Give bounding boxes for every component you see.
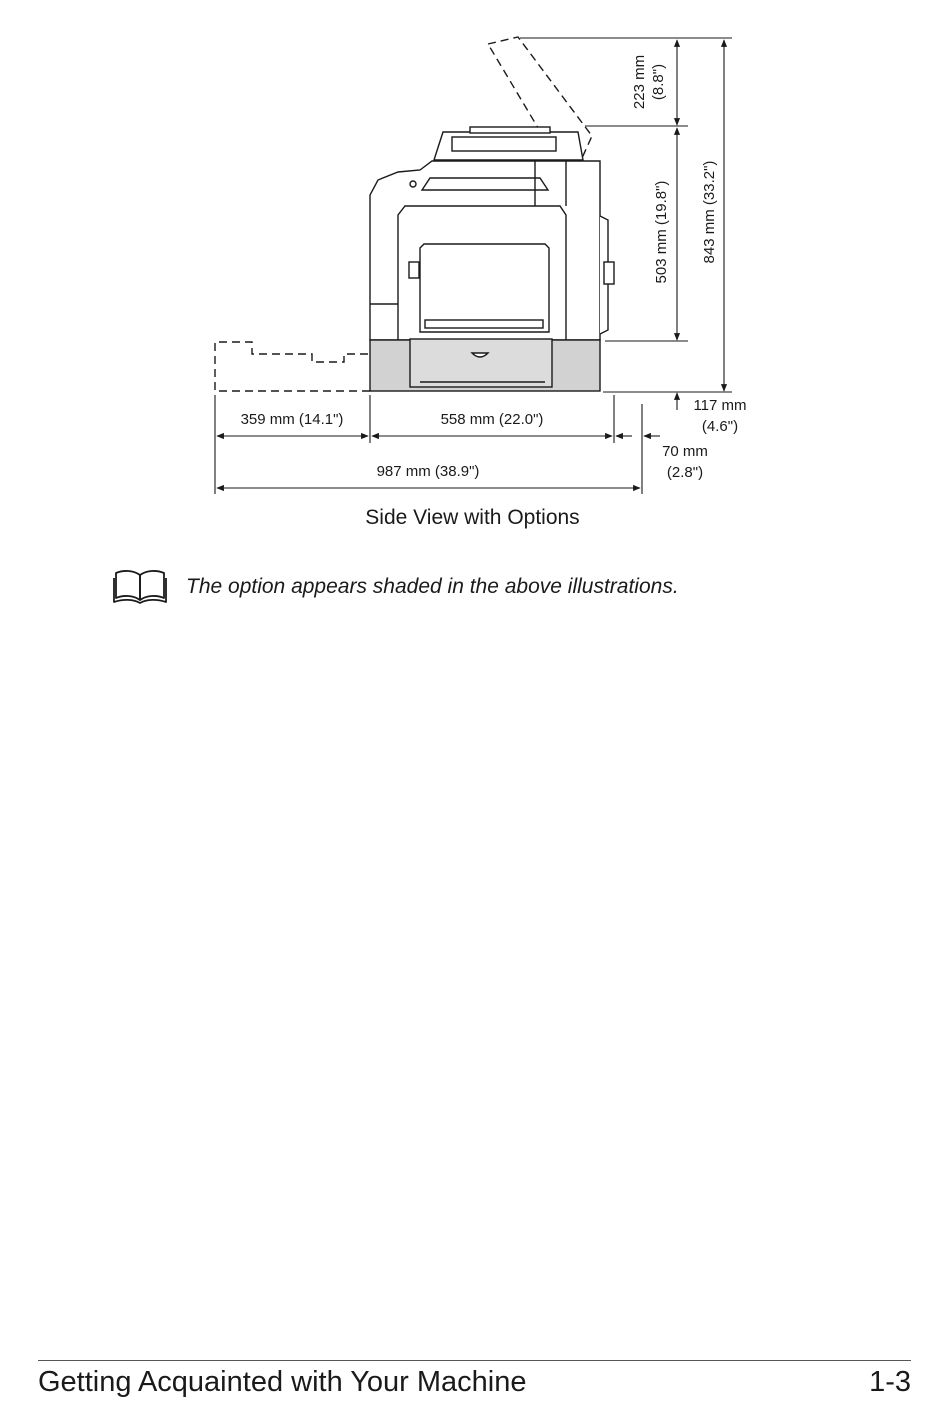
dim-rear-clearance-line2: (2.8") [667,464,703,481]
dim-option-height-line2: (4.6") [702,418,738,435]
dim-top-clearance-line2: (8.8") [650,64,667,100]
dim-option-height-line1: 117 mm [693,397,746,414]
dim-top-clearance-line1: 223 mm [631,55,648,109]
note: The option appears shaded in the above i… [113,566,913,606]
dim-total-depth: 987 mm (38.9") [377,463,480,480]
dim-body-depth: 558 mm (22.0") [441,411,544,428]
footer-page-number: 1-3 [869,1366,911,1398]
footer-chapter-title: Getting Acquainted with Your Machine [38,1366,527,1398]
dim-rear-clearance-line1: 70 mm [662,443,708,460]
machine-illustration [369,36,615,341]
side-view-diagram: 223 mm (8.8") 503 mm (19.8") 843 mm (33.… [214,36,747,494]
dim-total-height: 843 mm (33.2") [701,161,718,264]
dimension-lines [214,37,732,494]
dim-body-height: 503 mm (19.8") [653,181,670,284]
open-book-icon [113,570,167,604]
footer-divider [38,1360,911,1361]
figure-caption: Side View with Options [365,506,580,529]
option-lower-tray [369,338,601,392]
note-text: The option appears shaded in the above i… [186,575,679,598]
extended-tray-outline [214,341,370,392]
dim-front-tray: 359 mm (14.1") [241,411,344,428]
